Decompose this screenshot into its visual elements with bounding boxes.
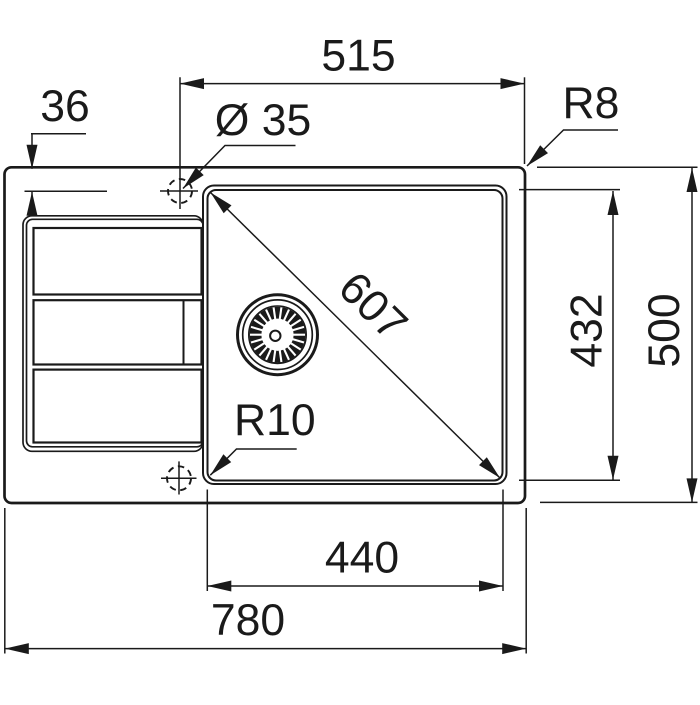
svg-text:Ø 35: Ø 35: [215, 96, 311, 145]
svg-text:515: 515: [321, 32, 395, 81]
svg-text:R10: R10: [234, 396, 316, 445]
svg-text:R8: R8: [563, 79, 620, 128]
svg-text:36: 36: [40, 82, 90, 131]
svg-text:500: 500: [640, 293, 689, 367]
svg-text:780: 780: [211, 596, 285, 645]
svg-text:440: 440: [325, 533, 399, 582]
svg-text:432: 432: [563, 293, 612, 367]
